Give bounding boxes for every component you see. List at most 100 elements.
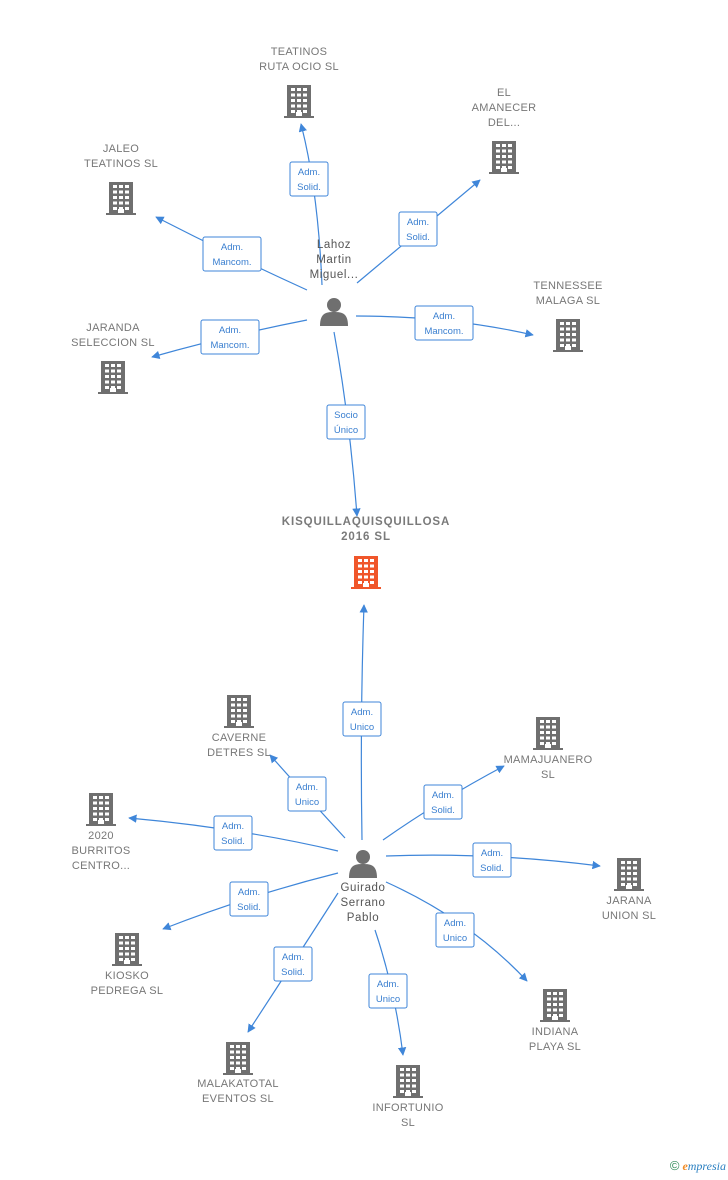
relation-label-line: Solid. [406, 232, 430, 243]
relation-label-line: Adm. [238, 887, 260, 898]
relation-badge[interactable]: Adm. Solid. [213, 815, 253, 851]
node-label-line: Pablo [347, 912, 379, 924]
relation-label-line: Mancom. [210, 340, 249, 351]
relation-badge-box [202, 236, 262, 272]
relation-label-line: Adm. [298, 167, 320, 178]
building-icon [393, 1065, 423, 1098]
node-label-line: EVENTOS SL [202, 1093, 274, 1105]
node-amanecer[interactable]: ELAMANECERDEL... [472, 87, 537, 174]
node-malakatotal[interactable]: MALAKATOTAL EVENTOS SL [197, 1042, 279, 1105]
relation-label-line: Solid. [221, 836, 245, 847]
relation-badge[interactable]: Adm. Solid. [229, 881, 269, 917]
relation-label-line: Adm. [444, 918, 466, 929]
relation-badge[interactable]: Adm. Mancom. [200, 319, 260, 355]
relation-badge[interactable]: Adm.Solid. [423, 784, 463, 820]
relation-badge[interactable]: Adm. Solid. [472, 842, 512, 878]
node-label-line: Serrano [340, 897, 385, 909]
building-icon [489, 141, 519, 174]
node-label-line: CAVERNE [212, 732, 266, 744]
relation-badge[interactable]: Adm.Unico [368, 973, 408, 1009]
node-burritos[interactable]: 2020BURRITOSCENTRO... [71, 793, 130, 872]
node-tennessee[interactable]: TENNESSEE MALAGA SL [533, 280, 602, 352]
relation-badge[interactable]: Adm.Mancom. [414, 305, 474, 341]
relation-label-line: Único [334, 425, 358, 436]
relation-label-line: Solid. [480, 863, 504, 874]
node-label-line: JARANA [606, 895, 652, 907]
relation-label-line: Adm. [296, 782, 318, 793]
building-icon [533, 717, 563, 750]
node-label-line: 2016 SL [341, 531, 391, 543]
brand-initial: e [682, 1159, 688, 1173]
relation-label-line: Unico [443, 933, 467, 944]
relation-badge[interactable]: Adm. Solid. [398, 211, 438, 247]
relation-label-line: Adm. [221, 242, 243, 253]
node-label-line: SL [401, 1117, 415, 1129]
relation-label-line: Adm. [222, 821, 244, 832]
relation-badge-box [398, 211, 438, 247]
node-label-line: TEATINOS [271, 46, 328, 58]
node-label-line: RUTA OCIO SL [259, 61, 339, 73]
relation-badge-box [368, 973, 408, 1009]
person-icon [320, 298, 348, 326]
node-lahoz[interactable]: LahozMartinMiguel... [310, 239, 359, 326]
relation-label-line: Adm. [481, 848, 503, 859]
relation-label-line: Solid. [237, 902, 261, 913]
relation-badge[interactable]: Adm.Unico [342, 701, 382, 737]
node-label-line: KISQUILLAQUISQUILLOSA [282, 516, 450, 528]
relation-label-line: Adm. [407, 217, 429, 228]
node-jarana[interactable]: JARANA UNION SL [602, 858, 656, 922]
relation-label-line: Unico [295, 797, 319, 808]
relation-label-line: Solid. [281, 967, 305, 978]
node-label-line: BURRITOS [71, 845, 130, 857]
node-label-line: DETRES SL [207, 747, 271, 759]
node-caverne[interactable]: CAVERNE DETRES SL [207, 695, 271, 759]
node-label-line: AMANECER [472, 102, 537, 114]
relation-badge[interactable]: Adm.Solid. [273, 946, 313, 982]
relation-badge-box [414, 305, 474, 341]
node-focus[interactable]: KISQUILLAQUISQUILLOSA 2016 SL [282, 516, 450, 589]
node-label-line: TENNESSEE [533, 280, 602, 292]
building-icon [284, 85, 314, 118]
node-label-line: Guirado [340, 882, 385, 894]
node-label-line: MALAKATOTAL [197, 1078, 279, 1090]
relation-badge[interactable]: Adm. Unico [287, 776, 327, 812]
nodes-layer: KISQUILLAQUISQUILLOSA 2016 SL LahozMartinM… [71, 46, 656, 1129]
node-infortunio[interactable]: INFORTUNIO SL [372, 1065, 443, 1129]
building-icon [86, 793, 116, 826]
node-label-line: Miguel... [310, 269, 359, 281]
relation-badge[interactable]: Adm.Solid. [289, 161, 329, 197]
empresia-credit[interactable]: © empresia [670, 1158, 726, 1174]
relation-badge-box [472, 842, 512, 878]
node-teatinos[interactable]: TEATINOS RUTA OCIO SL [259, 46, 339, 118]
relation-label-line: Adm. [219, 325, 241, 336]
person-icon [349, 850, 377, 878]
relation-badge[interactable]: Adm. Unico [435, 912, 475, 948]
relation-label-line: Adm. [351, 707, 373, 718]
relation-badge[interactable]: Adm.Mancom. [202, 236, 262, 272]
node-label-line: MALAGA SL [536, 295, 600, 307]
building-icon [540, 989, 570, 1022]
relation-label-line: Mancom. [424, 326, 463, 337]
node-label-line: SL [541, 769, 555, 781]
relation-label-line: Unico [376, 994, 400, 1005]
badges-layer: Adm. Solid. Adm. Solid. Adm. Mancom. Adm. Manco… [200, 161, 512, 1009]
relation-badge-box [289, 161, 329, 197]
relation-badge-box [342, 701, 382, 737]
node-label-line: UNION SL [602, 910, 656, 922]
building-icon [224, 695, 254, 728]
relation-badge-box [229, 881, 269, 917]
node-label-line: Lahoz [317, 239, 351, 251]
node-label-line: EL [497, 87, 511, 99]
node-label-line: KIOSKO [105, 970, 149, 982]
relation-label-line: Solid. [431, 805, 455, 816]
relation-badge-box [287, 776, 327, 812]
relation-badge-box [326, 404, 366, 440]
node-label-line: INFORTUNIO [372, 1102, 443, 1114]
